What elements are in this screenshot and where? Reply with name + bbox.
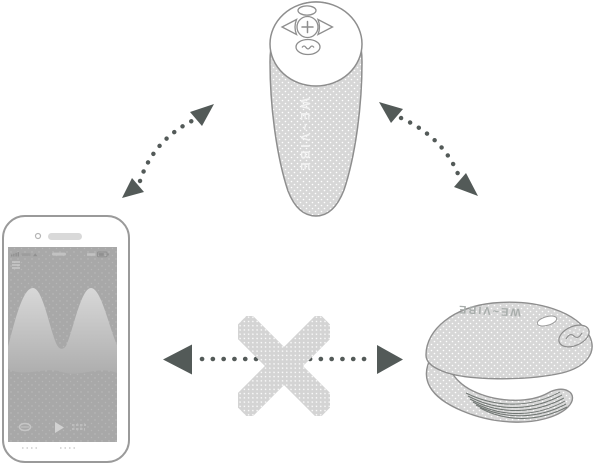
play-icon bbox=[55, 422, 64, 433]
plus-button-icon bbox=[296, 15, 319, 39]
wearable-device: WE~VIBE bbox=[425, 301, 593, 423]
wifi-icon bbox=[33, 253, 38, 257]
clock-text-blur bbox=[52, 252, 66, 256]
down-left-arrowhead-icon bbox=[122, 178, 144, 198]
up-right-arrowhead-icon bbox=[190, 104, 214, 126]
loop-icon bbox=[18, 422, 32, 432]
wearable-brand-text: WE~VIBE bbox=[457, 303, 521, 318]
up-left-arrowhead-icon bbox=[379, 102, 403, 123]
battery-percent-blur bbox=[87, 253, 96, 256]
left-arrowhead-icon bbox=[163, 344, 192, 375]
blocked-cross-icon bbox=[238, 316, 330, 416]
down-right-arrowhead-icon bbox=[454, 173, 478, 196]
player-bar bbox=[18, 422, 86, 433]
led-indicator bbox=[536, 315, 558, 327]
dotted-curve bbox=[398, 115, 463, 182]
right-arrow-button-icon bbox=[316, 18, 334, 36]
double-wave-graphic bbox=[8, 288, 117, 374]
remote-wearable-arrow bbox=[379, 102, 478, 196]
remote-control: WE~VIBE bbox=[269, 1, 363, 217]
phone-remote-arrow bbox=[122, 104, 214, 198]
hamburger-menu-icon bbox=[12, 261, 20, 269]
playlist-icon bbox=[72, 424, 86, 430]
front-camera-icon bbox=[34, 232, 42, 240]
flex-lines bbox=[465, 391, 568, 419]
right-arrowhead-icon bbox=[377, 345, 403, 374]
signal-icon bbox=[11, 252, 19, 257]
battery-icon bbox=[97, 251, 109, 258]
status-bar bbox=[11, 251, 109, 258]
dotted-curve bbox=[137, 115, 201, 184]
wave-button-icon bbox=[295, 38, 321, 56]
carrier-text-blur bbox=[21, 253, 31, 256]
smartphone bbox=[2, 215, 130, 463]
speaker-slot-icon bbox=[48, 233, 82, 240]
left-arrow-button-icon bbox=[280, 18, 298, 36]
wearable-wave-button-icon bbox=[558, 324, 590, 348]
wearable-tail bbox=[425, 343, 574, 423]
power-button-icon bbox=[297, 5, 317, 16]
remote-brand-text: WE~VIBE bbox=[298, 98, 312, 173]
